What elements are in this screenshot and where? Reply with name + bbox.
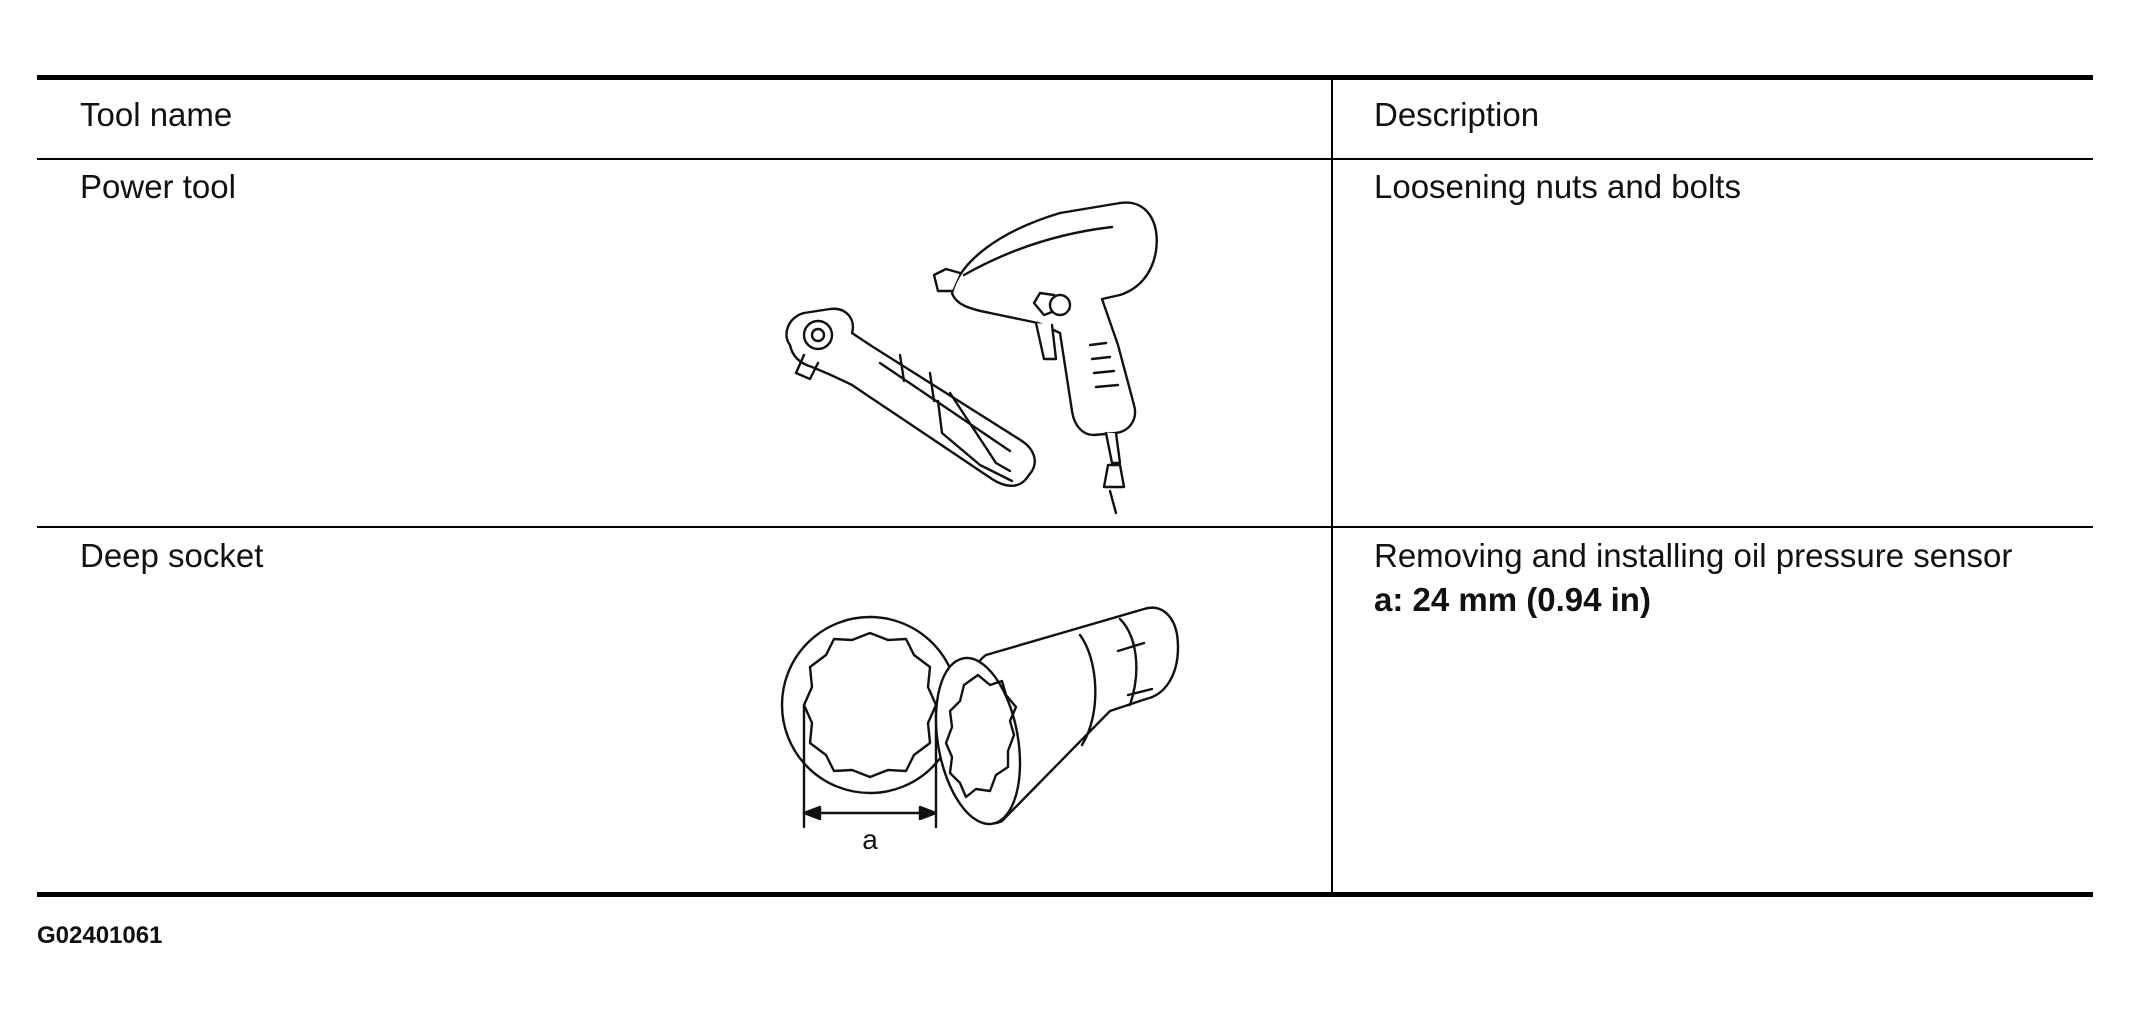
deep-socket-illustration: a: [780, 606, 1180, 855]
row-power-tool-name: Power tool: [80, 168, 236, 205]
header-divider-rule: [37, 158, 2093, 160]
table-top-rule: [37, 75, 2093, 80]
power-tool-illustration: [785, 201, 1158, 515]
dimension-a-label: a: [862, 824, 878, 855]
impact-wrench-icon: [932, 201, 1158, 515]
column-divider-rule: [1331, 78, 1333, 894]
socket-end-view-icon: [780, 615, 960, 829]
air-ratchet-icon: [785, 307, 1036, 487]
row-deep-socket-name: Deep socket: [80, 537, 264, 574]
row-divider-rule: [37, 526, 2093, 528]
header-description: Description: [1374, 96, 1540, 133]
row-deep-socket-description: Removing and installing oil pressure sen…: [1374, 537, 2013, 574]
table-bottom-rule: [37, 892, 2093, 897]
socket-side-view-icon: [934, 606, 1180, 826]
header-tool-name: Tool name: [80, 96, 233, 133]
figure-id: G02401061: [37, 922, 163, 949]
row-power-tool-description: Loosening nuts and bolts: [1374, 168, 1741, 205]
row-deep-socket-spec: a: 24 mm (0.94 in): [1374, 581, 1651, 618]
